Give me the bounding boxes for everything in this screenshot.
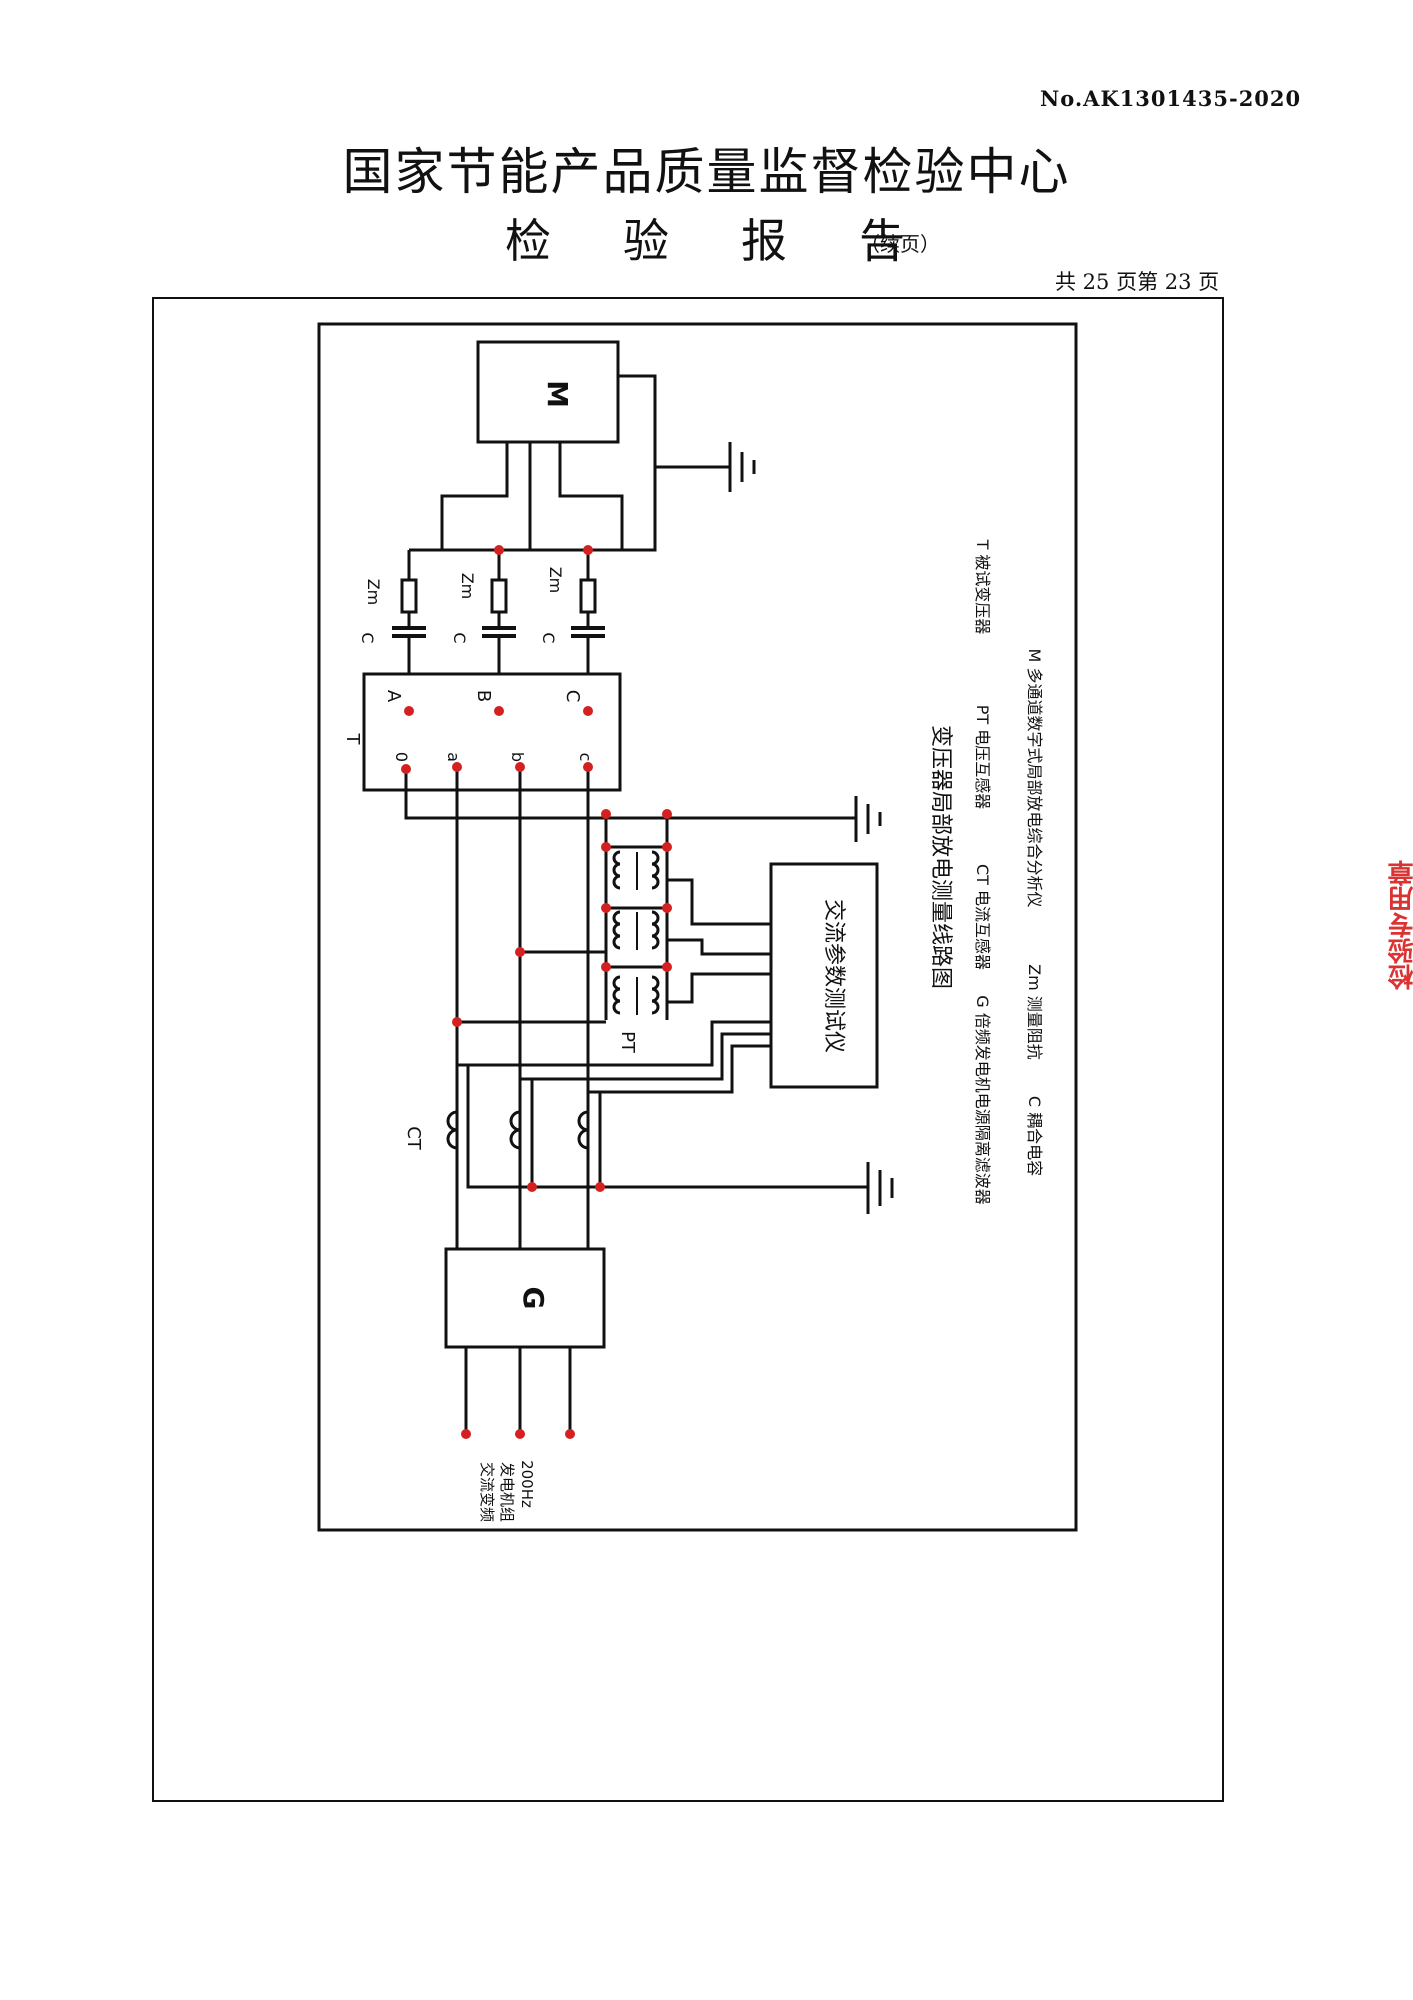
report-number: No.AK1301435-2020 <box>1040 86 1302 111</box>
junction-dots <box>401 545 672 1439</box>
zm-a <box>400 578 418 614</box>
legend-t: T 被试变压器 <box>973 539 992 635</box>
label-ct: CT <box>403 1126 424 1151</box>
legend-m: M 多通道数字式局部放电综合分析仪 <box>1025 649 1044 908</box>
ground-symbol-bottom <box>866 1162 894 1214</box>
pt-to-instrument <box>667 878 771 1004</box>
legend-ct: CT 电流互感器 <box>973 864 992 970</box>
label-cap-a: C <box>358 632 377 643</box>
legend-pt: PT 电压互感器 <box>973 705 992 810</box>
legend-g: G 倍频发电机电源隔离滤波器 <box>973 995 992 1205</box>
ct-return-bc <box>530 1079 602 1187</box>
cap-c <box>571 626 605 638</box>
label-zm-a: Zm <box>364 579 383 606</box>
label-zm-b: Zm <box>458 573 477 600</box>
pt-coils <box>612 850 660 1015</box>
legend-zm: Zm 测量阻抗 <box>1025 964 1044 1060</box>
report-title-char: 告 <box>859 214 905 268</box>
lead-c <box>558 442 624 550</box>
label-cap-b: C <box>450 632 469 643</box>
zm-c <box>579 578 597 614</box>
transformer-box <box>362 672 622 792</box>
label-transformer: T <box>342 733 363 746</box>
label-generator: G <box>517 1287 550 1310</box>
page-info: 共 25 页第 23 页 <box>1055 270 1220 294</box>
terminal-B: B <box>473 690 494 702</box>
source-label-line-3: 200Hz <box>518 1460 536 1508</box>
analyzer-box <box>476 340 620 444</box>
terminal-C: C <box>562 690 583 703</box>
cap-a <box>392 626 426 638</box>
label-zm-c: Zm <box>546 567 565 594</box>
report-title-char: 报 <box>741 214 787 268</box>
ct-coils <box>446 1110 589 1150</box>
terminal-b: b <box>508 752 527 762</box>
label-instrument: 交流参数测试仪 <box>821 899 846 1053</box>
neutral-to-ground <box>404 769 856 820</box>
official-stamp: 检验专用章 <box>1388 860 1413 990</box>
source-label-line-2: 发电机组 <box>498 1462 516 1522</box>
cap-b <box>482 626 516 638</box>
ct-to-instrument <box>457 1020 771 1094</box>
report-frame: M G T A B C 0 a b c C C C Zm Zm Zm CT PT… <box>152 297 1224 1802</box>
ct-return-a <box>466 1065 868 1189</box>
generator-box <box>444 1247 606 1349</box>
generator-inputs <box>464 1347 572 1434</box>
circuit-diagram: M G T A B C 0 a b c C C C Zm Zm Zm CT PT… <box>317 322 1078 1532</box>
report-title-char: 验 <box>623 214 669 268</box>
lead-a <box>440 442 509 550</box>
pt-rungs <box>606 845 667 969</box>
label-pt: PT <box>617 1031 638 1054</box>
legend-c: C 耦合电容 <box>1025 1096 1044 1176</box>
ground-symbol-mid <box>854 796 882 842</box>
diagram-title: 变压器局部放电测量线路图 <box>928 725 953 989</box>
label-motor: M <box>541 380 574 408</box>
terminal-c: c <box>576 753 595 762</box>
continued-note: （续页） <box>860 232 940 256</box>
terminal-a: a <box>444 752 463 762</box>
organization-title: 国家节能产品质量监督检验中心 <box>342 143 1071 201</box>
diagram-border <box>317 322 1078 1532</box>
terminal-0: 0 <box>392 752 411 762</box>
report-title-char: 检 <box>505 214 551 268</box>
terminal-A: A <box>383 690 404 703</box>
label-cap-c: C <box>539 632 558 643</box>
source-label-line-1: 交流变频 <box>478 1462 496 1522</box>
zm-b <box>490 578 508 614</box>
ground-symbol-top <box>728 442 756 492</box>
report-title: 检验报告 <box>505 205 911 271</box>
